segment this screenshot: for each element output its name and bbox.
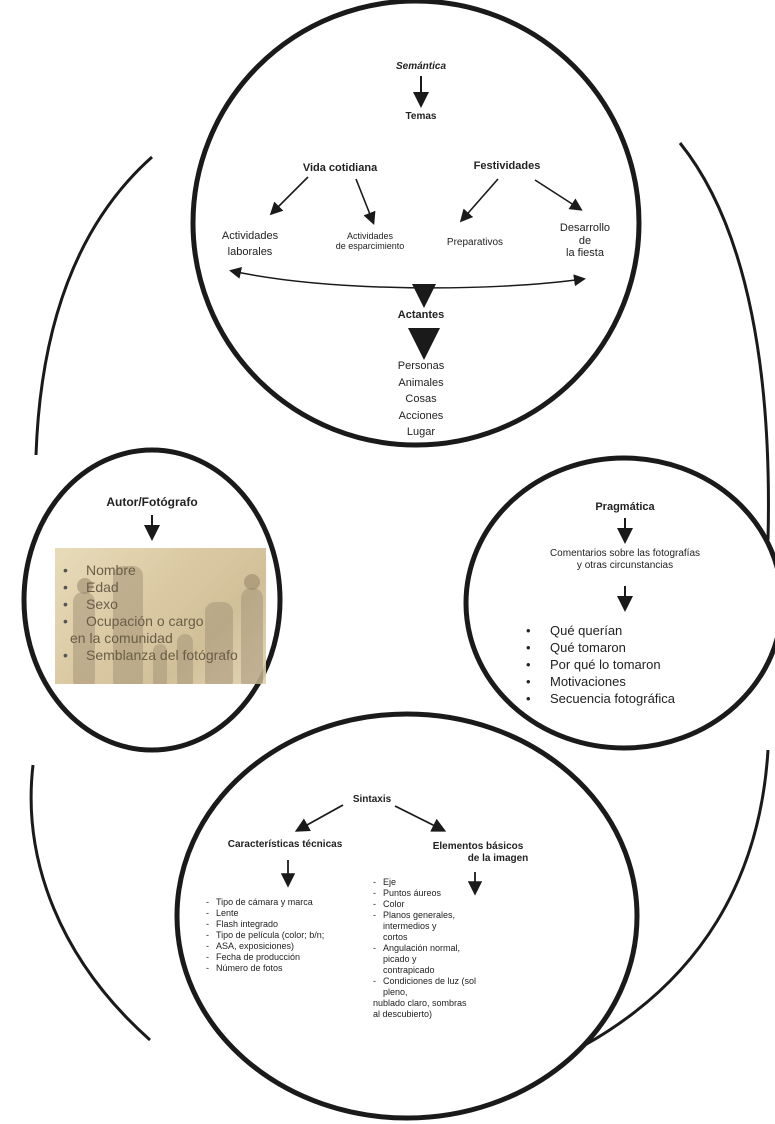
autor-circle: [21, 447, 283, 753]
temas-label: Temas: [405, 111, 437, 122]
arrow-fest-desarrollo: [534, 179, 583, 211]
pragmatica-circle: [463, 455, 775, 751]
desarrollo-fiesta-label: Desarrollo de la fiesta: [559, 222, 611, 260]
actante-item: Lugar: [406, 426, 436, 438]
elemento-item-continuation: contrapicado: [383, 965, 435, 975]
arrow-vida-esparcimiento: [355, 178, 376, 225]
elemento-item: Puntos áureos: [373, 888, 476, 899]
arrow-fest-preparativos: [459, 178, 499, 223]
elemento-item: Condiciones de luz (sol: [373, 976, 476, 987]
elemento-item-continuation: picado y: [383, 954, 417, 964]
actante-item: Animales: [398, 376, 444, 389]
elemento-item: Color: [373, 899, 476, 910]
arrow-sintaxis-tecnicas: [294, 804, 344, 832]
pragmatica-comment: Comentarios sobre las fotografías y otra…: [549, 548, 701, 571]
pragmatica-item: Qué tomaron: [522, 639, 675, 656]
actantes-label: Actantes: [397, 309, 445, 321]
sintaxis-title: Sintaxis: [352, 794, 392, 805]
elemento-item-continuation: al descubierto): [373, 1009, 433, 1019]
actividades-laborales-label: Actividades laborales: [221, 230, 279, 258]
arrow-vida-laborales: [269, 176, 309, 216]
autor-item-continuation: en la comunidad: [70, 630, 173, 646]
pragmatica-item: Secuencia fotográfica: [522, 690, 675, 707]
autor-list: Nombre Edad Sexo Ocupación o cargo en la…: [60, 562, 238, 664]
pragmatica-item: Qué querían: [522, 622, 675, 639]
pragmatica-item: Por qué lo tomaron: [522, 656, 675, 673]
autor-title: Autor/Fotógrafo: [106, 495, 198, 509]
outer-arc-right-top: [678, 142, 770, 541]
vida-cotidiana-label: Vida cotidiana: [302, 162, 378, 174]
caracteristicas-tecnicas-label: Características técnicas: [227, 839, 343, 850]
actante-item: Cosas: [405, 393, 437, 405]
actantes-list: Personas Animales Cosas Acciones Lugar: [371, 358, 471, 441]
actividades-esparcimiento-label: Actividades de esparcimiento: [335, 231, 405, 252]
tecnica-item: Lente: [206, 908, 324, 919]
pragmatica-list: Qué querían Qué tomaron Por qué lo tomar…: [522, 622, 675, 707]
outer-arc-right-bottom: [584, 749, 770, 1047]
elementos-basicos-label: Elementos básicos de la imagen: [432, 841, 529, 864]
elemento-item: Planos generales,: [373, 910, 476, 921]
tecnica-item: Tipo de película (color; b/n;: [206, 930, 324, 941]
elemento-item-continuation: nublado claro, sombras: [373, 998, 467, 1008]
autor-item: Sexo: [60, 596, 238, 613]
elemento-item-continuation: pleno,: [383, 987, 408, 997]
autor-item: Ocupación o cargo: [60, 613, 238, 630]
actante-item: Personas: [397, 360, 445, 372]
tecnica-item: Número de fotos: [206, 963, 324, 974]
tecnica-item: ASA, exposiciones): [206, 941, 324, 952]
arrow-bidirectional-activities: [229, 267, 586, 289]
festividades-label: Festividades: [473, 160, 541, 172]
elementos-list: Eje Puntos áureos Color Planos generales…: [373, 877, 476, 1020]
sintaxis-circle: [174, 711, 640, 1121]
elemento-item: Eje: [373, 877, 476, 888]
elemento-item: Angulación normal,: [373, 943, 476, 954]
outer-arc-left-bottom: [29, 764, 151, 1042]
semantica-circle: [190, 0, 642, 448]
tecnica-item: Tipo de cámara y marca: [206, 897, 324, 908]
pragmatica-title: Pragmática: [595, 501, 655, 513]
autor-item: Nombre: [60, 562, 238, 579]
tecnicas-list: Tipo de cámara y marca Lente Flash integ…: [206, 897, 324, 974]
preparativos-label: Preparativos: [446, 237, 504, 248]
autor-item: Semblanza del fotógrafo: [60, 647, 238, 664]
arrow-sintaxis-elementos: [394, 805, 447, 832]
tecnica-item: Flash integrado: [206, 919, 324, 930]
outer-arc-left-top: [34, 155, 153, 456]
elemento-item-continuation: intermedios y: [383, 921, 437, 931]
pragmatica-item: Motivaciones: [522, 673, 675, 690]
actante-item: Acciones: [398, 409, 444, 422]
autor-item: Edad: [60, 579, 238, 596]
elemento-item-continuation: cortos: [383, 932, 408, 942]
tecnica-item: Fecha de producción: [206, 952, 324, 963]
semantica-title: Semántica: [395, 61, 447, 72]
